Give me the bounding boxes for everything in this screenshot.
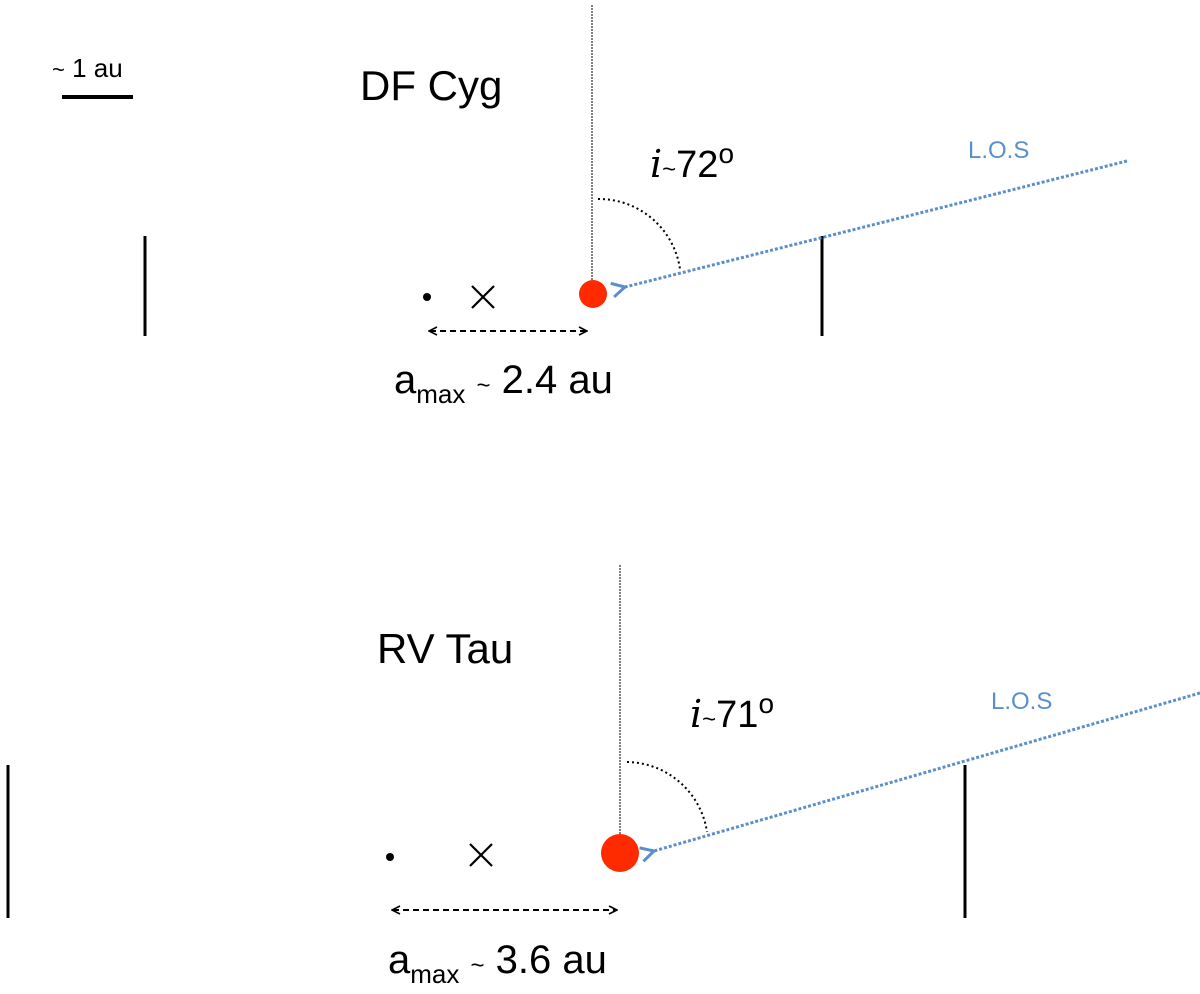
amax-tilde: ~: [470, 952, 485, 979]
primary-star: [579, 280, 607, 308]
los-label: L.O.S: [968, 137, 1030, 164]
inclination-symbol: i: [650, 142, 663, 186]
amax-a: a: [388, 938, 411, 982]
inclination-tilde: ~: [702, 706, 717, 733]
amax-subscript: max: [416, 379, 466, 409]
amax-tilde: ~: [476, 372, 491, 399]
center-of-mass-cross: [471, 285, 495, 309]
amax-value: 2.4 au: [501, 358, 613, 402]
panel-rv-tau: [6, 565, 1200, 918]
inclination-symbol: i: [690, 692, 703, 736]
inclination-label: i~71o: [690, 688, 775, 736]
center-of-mass-cross: [469, 843, 493, 867]
los-arrow: [625, 159, 1128, 287]
los-label: L.O.S: [991, 688, 1053, 715]
inclination-tilde: ~: [662, 156, 677, 183]
inclination-value: 72: [676, 144, 719, 186]
amax-value: 3.6 au: [495, 938, 607, 982]
companion-dot: [386, 853, 394, 861]
scale-bar-label: ~ 1 au: [52, 55, 123, 81]
inclination-arc: [597, 197, 681, 270]
scale-tilde: ~: [52, 57, 65, 82]
panel-title: RV Tau: [377, 625, 514, 672]
inclination-label: i~72o: [650, 138, 735, 186]
degree-symbol: o: [718, 138, 735, 169]
amax-subscript: max: [410, 959, 460, 989]
degree-symbol: o: [758, 688, 775, 719]
scale-value: 1 au: [72, 53, 123, 83]
companion-dot: [423, 293, 431, 301]
inclination-value: 71: [716, 694, 759, 736]
inclination-arc: [626, 761, 708, 833]
amax-label: amax ~ 3.6 au: [388, 940, 607, 987]
amax-label: amax ~ 2.4 au: [394, 360, 613, 407]
primary-star: [601, 834, 639, 872]
panel-title: DF Cyg: [360, 62, 503, 109]
panel-df-cyg: [143, 5, 1128, 336]
amax-a: a: [394, 358, 417, 402]
